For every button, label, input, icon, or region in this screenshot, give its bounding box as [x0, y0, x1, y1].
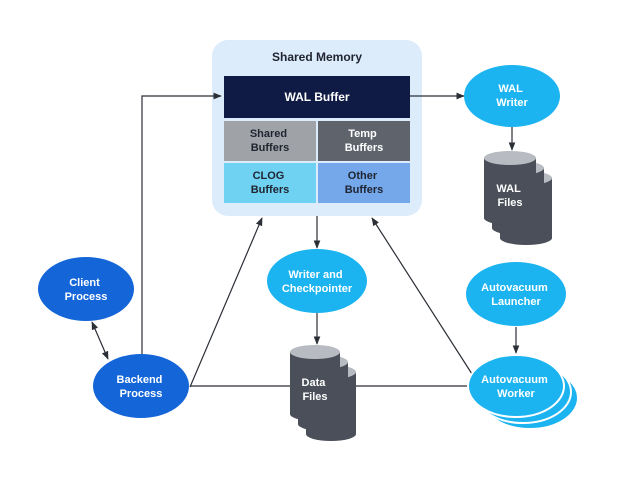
client-backend-arrow: [91, 321, 109, 360]
writer-checkpointer-node: [267, 249, 367, 313]
client-process-node: [38, 257, 134, 321]
backend-to-shared-memory-arrow: [189, 217, 263, 388]
other-buffers-box: [318, 163, 410, 203]
wal-files-storage: WAL Files: [484, 151, 552, 245]
backend-to-wal-buffer-arrow: [141, 92, 222, 368]
wal-writer-label: WAL Writer: [496, 83, 528, 109]
clog-buffers-box: [224, 163, 316, 203]
wal-buffer-label: WAL Buffer: [284, 90, 349, 104]
shared-buffers-box: [224, 121, 316, 161]
backend-process-label: Backend Process: [117, 374, 166, 400]
wal-files-label: WAL Files: [496, 183, 523, 209]
wal-buffer-box: [224, 76, 410, 118]
autovacuum-worker-node: [467, 354, 565, 418]
worker-to-shared-memory-arrow: [371, 217, 473, 375]
shared-buffers-label: Shared Buffers: [250, 128, 290, 154]
temp-buffers-label: Temp Buffers: [345, 128, 384, 154]
wal-writer-node: [464, 65, 560, 127]
data-files-label: Data Files: [302, 377, 329, 403]
autovacuum-launcher-label: Autovacuum Launcher: [481, 282, 551, 308]
backend-process-node: [93, 354, 189, 418]
data-files-storage: Data Files: [290, 345, 356, 441]
autovacuum-launcher-node: [466, 262, 566, 326]
autovacuum-worker-stack: Autovacuum Worker: [467, 354, 579, 430]
temp-buffers-box: [318, 121, 410, 161]
other-buffers-label: Other Buffers: [345, 170, 384, 196]
writer-checkpointer-label: Writer and Checkpointer: [282, 269, 353, 295]
shared-memory-title: Shared Memory: [272, 50, 362, 64]
client-process-label: Client Process: [65, 277, 108, 303]
clog-buffers-label: CLOG Buffers: [251, 170, 290, 196]
connectors: [91, 92, 520, 388]
autovacuum-worker-label: Autovacuum Worker: [481, 374, 551, 400]
